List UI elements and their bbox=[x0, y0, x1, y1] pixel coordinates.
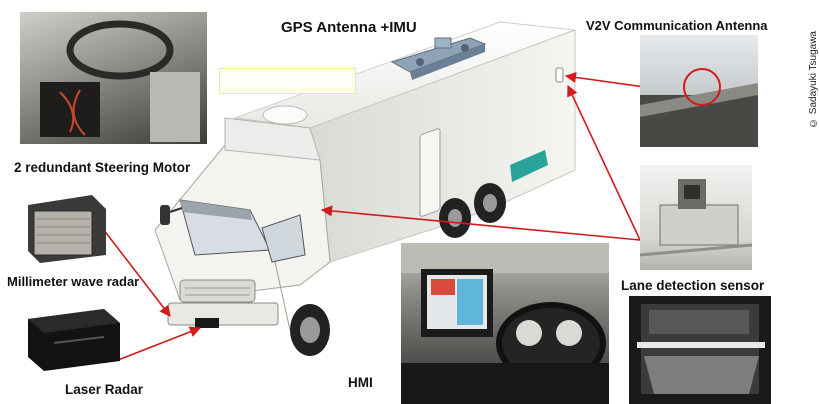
hmi-label: HMI bbox=[348, 375, 373, 390]
teal-under bbox=[510, 150, 548, 182]
arrow-laser bbox=[117, 326, 202, 361]
pointer-arrows bbox=[99, 71, 681, 361]
arrow-lane-to-v2v-mount bbox=[567, 84, 641, 241]
v2v-antenna-photo bbox=[640, 35, 758, 147]
lane-sensor-photo bbox=[640, 165, 752, 270]
steering-motor-photo bbox=[20, 12, 207, 144]
v2v-antenna-mount bbox=[555, 67, 564, 83]
arrow-mmwave bbox=[99, 224, 171, 317]
v2v-antenna-label: V2V Communication Antenna bbox=[586, 18, 768, 33]
lane-camera-view-photo bbox=[629, 296, 771, 404]
mmwave-radar-label: Millimeter wave radar bbox=[7, 274, 140, 289]
laser-radar-label: Laser Radar bbox=[65, 382, 144, 397]
roof-dome bbox=[262, 105, 308, 125]
truck-cab bbox=[154, 117, 331, 331]
side-door bbox=[419, 128, 441, 217]
steering-motor-label: 2 redundant Steering Motor bbox=[14, 160, 191, 175]
copyright-text: © Sadayuki Tsugawa bbox=[808, 31, 819, 128]
mmwave-radar-photo bbox=[22, 193, 110, 265]
arrow-lane-to-cab-sensor bbox=[320, 205, 641, 241]
wheels bbox=[290, 183, 506, 356]
highlight-box bbox=[219, 68, 356, 94]
gps-imu-label: GPS Antenna +IMU bbox=[281, 19, 417, 36]
v2v-highlight-circle bbox=[683, 68, 721, 106]
gps-imu-rack bbox=[390, 37, 487, 80]
laser-radar-photo bbox=[24, 305, 124, 373]
hmi-photo bbox=[401, 243, 609, 404]
steering-wheel-icon bbox=[40, 20, 200, 142]
lane-sensor-label: Lane detection sensor bbox=[621, 278, 765, 293]
